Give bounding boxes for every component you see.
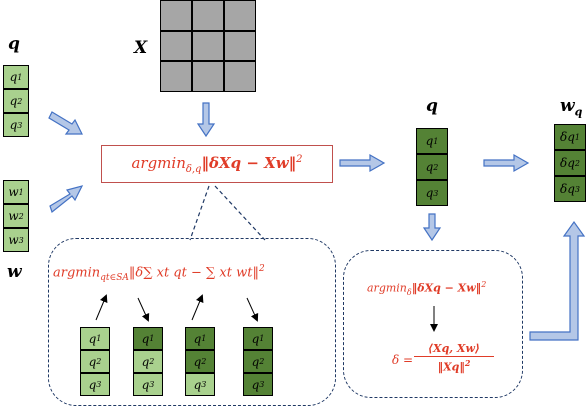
delta-denominator: ‖Xq‖2 xyxy=(437,358,471,374)
delta-numerator: ⟨Xq, Xw⟩ xyxy=(414,342,494,357)
block-arrow-box-to-q xyxy=(339,153,386,173)
x-cell xyxy=(160,0,192,31)
q-mid-label: q xyxy=(426,96,438,116)
x-cell xyxy=(192,0,224,31)
main-argmin: argminδ,q‖δXq − Xw‖2 xyxy=(131,153,303,175)
q-left-label: q xyxy=(8,34,20,54)
x-cell xyxy=(160,30,192,62)
block-arrow-q-to-callout xyxy=(422,213,442,242)
block-arrow-callout-to-wq xyxy=(529,220,586,341)
delta-lhs: δ = xyxy=(392,353,414,367)
main-objective-box: argminδ,q‖δXq − Xw‖2 xyxy=(101,145,333,183)
callout-pointer-left xyxy=(189,185,210,241)
x-cell xyxy=(160,61,192,92)
x-cell xyxy=(224,61,256,92)
wq-label: wq xyxy=(560,96,583,119)
callout-pointer-right xyxy=(214,185,266,241)
x-matrix-label: X xyxy=(134,38,148,58)
x-cell xyxy=(192,30,224,62)
x-cell xyxy=(192,61,224,92)
block-arrow-x-to-box xyxy=(196,102,216,138)
block-arrow-q-to-box xyxy=(48,111,83,135)
bottom-right-callout xyxy=(343,250,523,398)
x-matrix-grid xyxy=(160,0,256,92)
delta-fraction: ⟨Xq, Xw⟩ ‖Xq‖2 xyxy=(414,342,494,374)
w-left-label: w xyxy=(7,262,22,282)
x-cell xyxy=(224,30,256,62)
block-arrow-q-to-wq xyxy=(483,153,530,173)
bottom-left-formula: argminqt∈SA‖δ∑ xt qt − ∑ xt wt‖2 xyxy=(53,264,265,283)
block-arrow-w-to-box xyxy=(49,185,84,214)
right-argmin-formula: argminδ‖δXq − Xw‖2 xyxy=(367,280,487,297)
x-cell xyxy=(224,0,256,31)
